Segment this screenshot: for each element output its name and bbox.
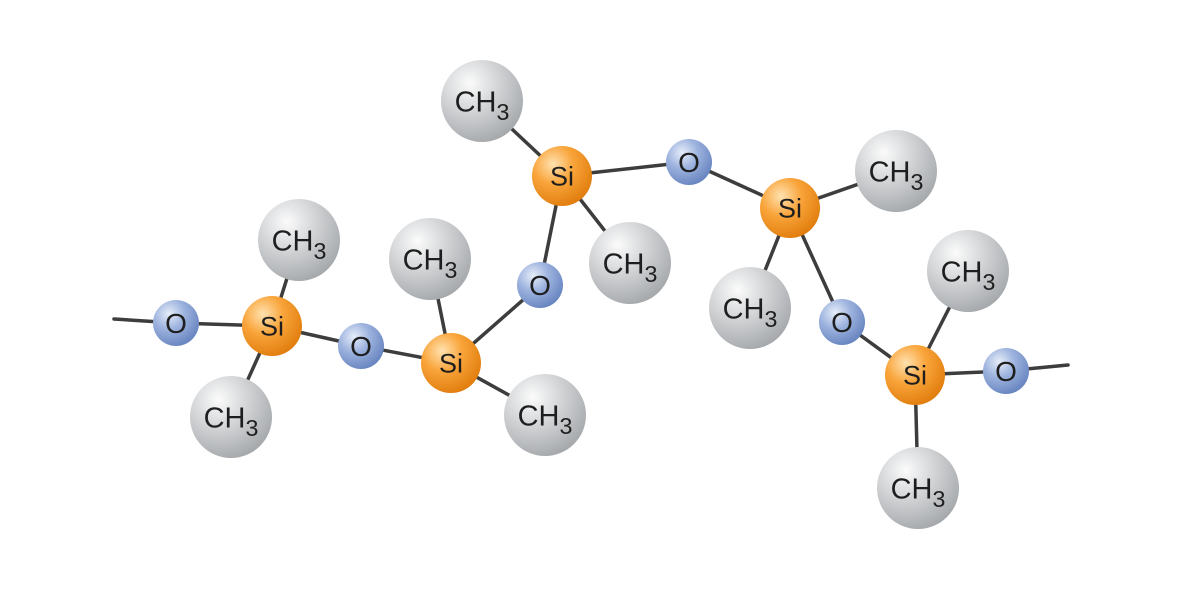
methyl-sphere	[190, 376, 272, 458]
atom-subscript: 3	[644, 261, 657, 287]
atom-symbol: O	[831, 307, 853, 338]
methyl-label: CH3	[891, 473, 946, 512]
oxygen-label: O	[165, 308, 187, 339]
methyl-sphere	[258, 199, 340, 281]
oxygen-label: O	[529, 270, 551, 301]
atom-symbol: CH	[518, 400, 560, 432]
oxygen-atom-o1: O	[153, 300, 199, 346]
atom-symbol: CH	[723, 293, 765, 325]
atom-subscript: 3	[910, 169, 923, 195]
atom-subscript: 3	[313, 238, 326, 264]
atom-subscript: 3	[559, 413, 572, 439]
atom-symbol: CH	[272, 225, 314, 257]
methyl-sphere	[709, 267, 791, 349]
silicon-atom-si2: Si	[421, 333, 481, 393]
atom-subscript: 3	[245, 415, 258, 441]
silicon-sphere	[885, 345, 945, 405]
methyl-atom-me2b: CH3	[504, 374, 586, 456]
atom-symbol: O	[678, 147, 700, 178]
atom-subscript: 3	[982, 269, 995, 295]
atom-symbol: CH	[455, 86, 497, 118]
atom-subscript: 3	[496, 99, 509, 125]
atom-symbol: Si	[260, 312, 284, 342]
silicon-atom-si5: Si	[885, 345, 945, 405]
methyl-label: CH3	[455, 86, 510, 125]
methyl-label: CH3	[204, 402, 259, 441]
oxygen-label: O	[831, 307, 853, 338]
atom-symbol: CH	[941, 256, 983, 288]
methyl-sphere	[927, 230, 1009, 312]
atom-subscript: 3	[932, 486, 945, 512]
silicon-sphere	[532, 146, 592, 206]
oxygen-atom-o5: O	[819, 299, 865, 345]
methyl-atom-me3a: CH3	[441, 60, 523, 142]
oxygen-atom-o4: O	[666, 139, 712, 185]
atom-symbol: O	[350, 331, 372, 362]
methyl-atom-me4b: CH3	[709, 267, 791, 349]
silicon-label: Si	[439, 349, 463, 379]
oxygen-sphere	[819, 299, 865, 345]
oxygen-atom-o3: O	[517, 262, 563, 308]
methyl-atom-me4a: CH3	[855, 130, 937, 212]
atom-symbol: CH	[869, 156, 911, 188]
methyl-sphere	[389, 218, 471, 300]
methyl-label: CH3	[941, 256, 996, 295]
methyl-label: CH3	[603, 248, 658, 287]
atom-symbol: Si	[439, 349, 463, 379]
methyl-atom-me5a: CH3	[927, 230, 1009, 312]
atom-symbol: O	[995, 356, 1017, 387]
methyl-label: CH3	[723, 293, 778, 332]
oxygen-sphere	[666, 139, 712, 185]
silicon-label: Si	[778, 194, 802, 224]
methyl-sphere	[504, 374, 586, 456]
silicon-atom-si1: Si	[242, 296, 302, 356]
oxygen-sphere	[983, 348, 1029, 394]
methyl-atom-me2a: CH3	[389, 218, 471, 300]
silicon-label: Si	[260, 312, 284, 342]
methyl-label: CH3	[272, 225, 327, 264]
methyl-atom-me1b: CH3	[190, 376, 272, 458]
oxygen-label: O	[350, 331, 372, 362]
atom-symbol: Si	[903, 361, 927, 391]
oxygen-label: O	[995, 356, 1017, 387]
oxygen-sphere	[517, 262, 563, 308]
silicon-sphere	[421, 333, 481, 393]
atom-symbol: Si	[778, 194, 802, 224]
oxygen-sphere	[338, 323, 384, 369]
oxygen-sphere	[153, 300, 199, 346]
methyl-atom-me1a: CH3	[258, 199, 340, 281]
oxygen-atom-o6: O	[983, 348, 1029, 394]
silicon-atom-si4: Si	[760, 178, 820, 238]
atom-symbol: CH	[403, 244, 445, 276]
silicon-label: Si	[550, 162, 574, 192]
atom-subscript: 3	[764, 306, 777, 332]
atom-symbol: O	[529, 270, 551, 301]
methyl-label: CH3	[869, 156, 924, 195]
silicon-sphere	[242, 296, 302, 356]
methyl-atom-me5b: CH3	[877, 447, 959, 529]
atom-symbol: CH	[891, 473, 933, 505]
oxygen-label: O	[678, 147, 700, 178]
methyl-label: CH3	[518, 400, 573, 439]
atom-symbol: CH	[603, 248, 645, 280]
atom-subscript: 3	[444, 257, 457, 283]
methyl-label: CH3	[403, 244, 458, 283]
methyl-sphere	[877, 447, 959, 529]
methyl-sphere	[855, 130, 937, 212]
atom-symbol: O	[165, 308, 187, 339]
atom-symbol: Si	[550, 162, 574, 192]
methyl-sphere	[441, 60, 523, 142]
atom-symbol: CH	[204, 402, 246, 434]
silicon-label: Si	[903, 361, 927, 391]
silicon-atom-si3: Si	[532, 146, 592, 206]
oxygen-atom-o2: O	[338, 323, 384, 369]
methyl-atom-me3b: CH3	[589, 222, 671, 304]
silicon-sphere	[760, 178, 820, 238]
methyl-sphere	[589, 222, 671, 304]
